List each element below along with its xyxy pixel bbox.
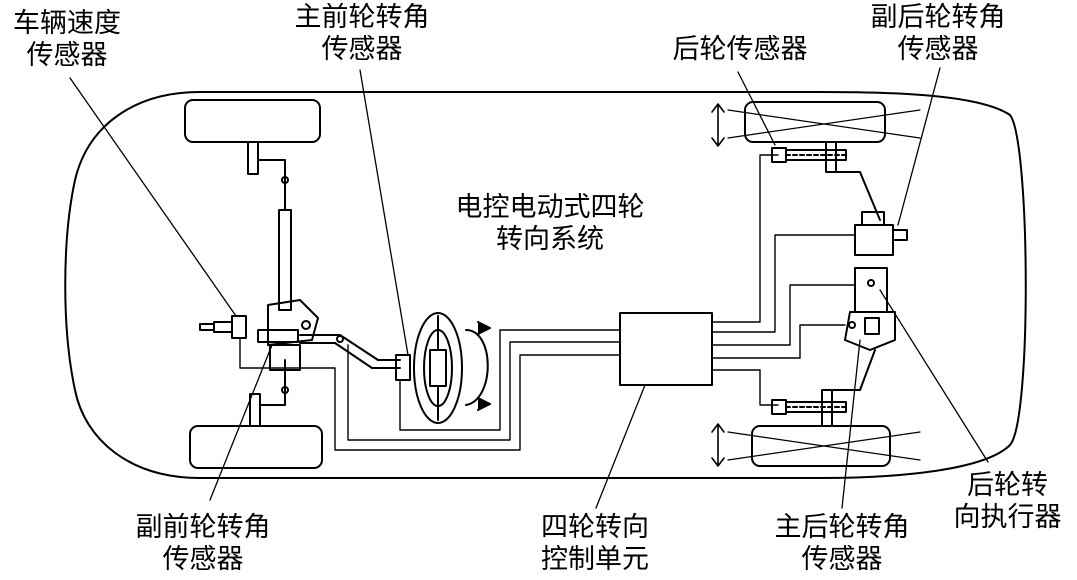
vehicle-speed-sensor-label: 车辆速度 传感器 — [2, 8, 132, 72]
center-title: 电控电动式四轮 转向系统 — [430, 192, 670, 256]
label-line: 四轮转向 — [541, 512, 649, 543]
sub-rear-steer-sensor-label: 副后轮转角 传感器 — [858, 2, 1018, 66]
rear-actuator-body — [844, 267, 896, 351]
label-line: 向执行器 — [953, 502, 1062, 533]
steering-wheel — [395, 312, 491, 424]
label-line: 主后轮转角 — [774, 512, 910, 543]
four-ws-control-unit-label: 四轮转向 控制单元 — [510, 512, 680, 576]
sub-rear-sensor-box — [854, 211, 908, 256]
label-line: 控制单元 — [541, 544, 649, 575]
label-line: 传感器 — [321, 34, 403, 65]
label-line: 后轮转 — [967, 470, 1048, 501]
leader-lines — [69, 67, 989, 509]
front-steering-linkage — [247, 141, 401, 427]
label-line: 传感器 — [26, 40, 108, 71]
label-line: 车辆速度 — [13, 8, 121, 39]
car-body-outline — [64, 91, 1027, 479]
rear-steer-actuator-label: 后轮转 向执行器 — [940, 470, 1075, 534]
wiring-harness — [239, 154, 856, 451]
label-line: 主前轮转角 — [294, 2, 430, 33]
rear-right-wheel — [727, 425, 921, 467]
control-unit-box — [619, 312, 713, 386]
label-line: 副后轮转角 — [870, 2, 1006, 33]
front-left-wheel — [184, 99, 321, 143]
label-line: 传感器 — [897, 34, 979, 65]
main-rear-steer-sensor-label: 主后轮转角 传感器 — [752, 512, 932, 576]
center-title-line: 转向系统 — [496, 224, 604, 255]
front-right-wheel — [189, 425, 323, 469]
main-front-steer-sensor-label: 主前轮转角 传感器 — [282, 2, 442, 66]
vehicle-speed-sensor — [199, 315, 247, 339]
label-line: 传感器 — [162, 544, 244, 575]
center-title-line: 电控电动式四轮 — [455, 192, 645, 223]
rear-wheel-sensor-label: 后轮传感器 — [655, 34, 825, 66]
label-line: 副前轮转角 — [135, 512, 271, 543]
label-line: 传感器 — [801, 544, 883, 575]
label-line: 后轮传感器 — [672, 34, 808, 65]
sub-front-steer-sensor-label: 副前轮转角 传感器 — [108, 512, 298, 576]
rear-wheel-arrows — [711, 103, 725, 467]
rear-steering-linkage — [771, 141, 881, 427]
